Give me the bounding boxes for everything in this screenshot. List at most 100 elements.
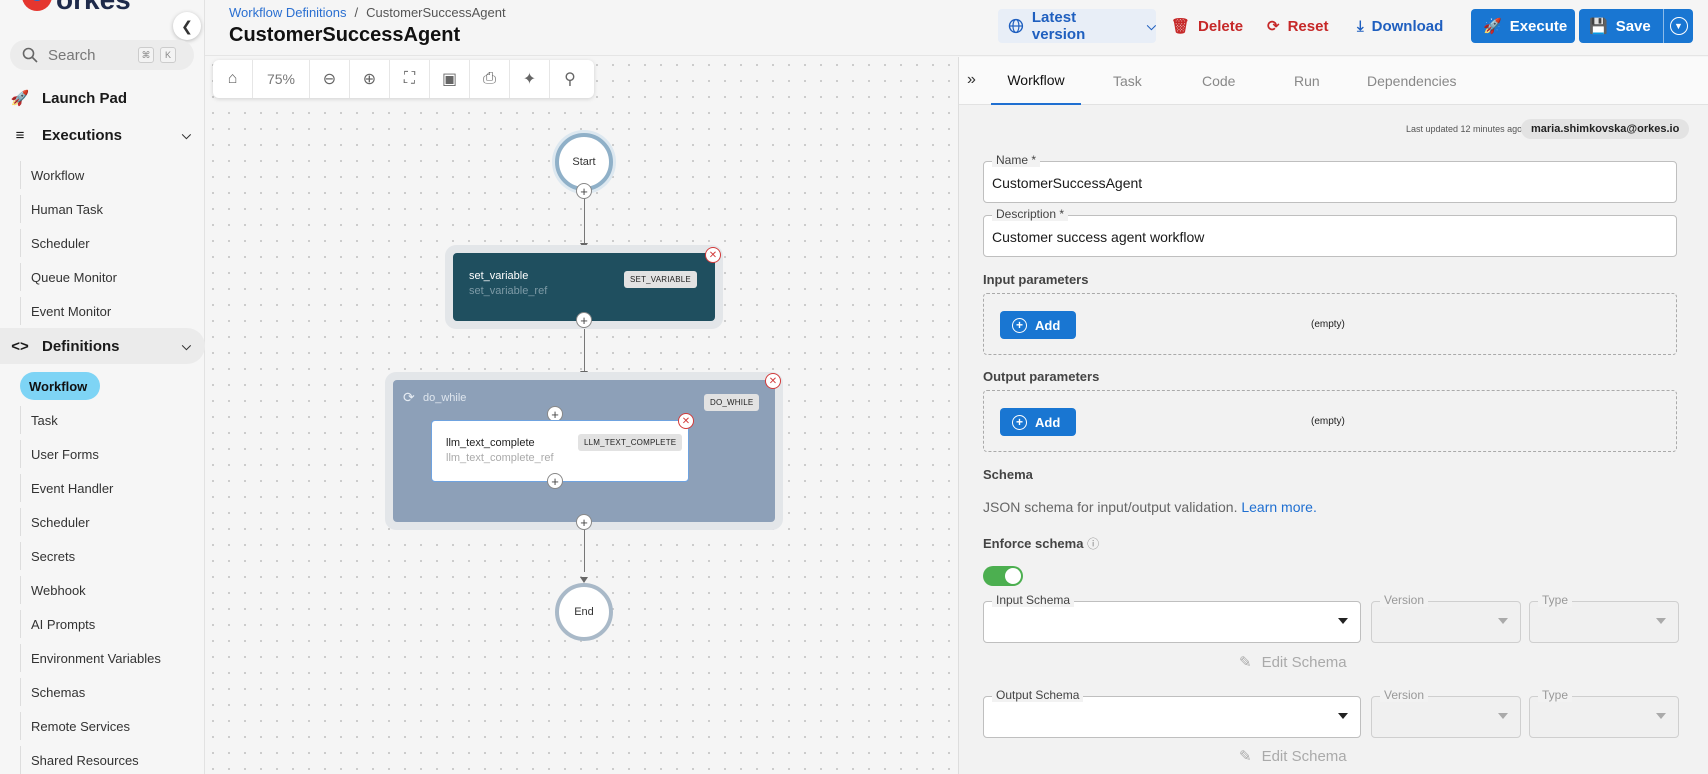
output-schema-select[interactable]: Output Schema xyxy=(983,688,1361,738)
nav-executions-scheduler[interactable]: Scheduler xyxy=(20,229,195,257)
type-label: Type xyxy=(1538,688,1573,702)
zoom-in-button[interactable]: ⊕ xyxy=(350,60,390,98)
nav-launch-pad[interactable]: 🚀 Launch Pad xyxy=(0,80,205,116)
orkes-logo-icon xyxy=(22,0,52,11)
tab-workflow[interactable]: Workflow xyxy=(991,57,1081,105)
search-input[interactable]: Search ⌘ K xyxy=(10,40,194,70)
nav-executions-human-task[interactable]: Human Task xyxy=(20,195,195,223)
download-icon: ⤓ xyxy=(1357,17,1364,35)
zoom-out-button[interactable]: ⊖ xyxy=(310,60,350,98)
nav-definitions-ai-prompts[interactable]: AI Prompts xyxy=(20,610,195,638)
nav-definitions-webhook[interactable]: Webhook xyxy=(20,576,195,604)
task-type-badge: SET_VARIABLE xyxy=(624,271,697,288)
nav-item-label: User Forms xyxy=(31,446,99,462)
nav-executions-queue-monitor[interactable]: Queue Monitor xyxy=(20,263,195,291)
input-schema-select[interactable]: Input Schema xyxy=(983,593,1361,643)
input-parameters-box: + Add (empty) xyxy=(983,293,1677,355)
nav-definitions-task[interactable]: Task xyxy=(20,406,195,434)
add-task-after-setvar-button[interactable]: + xyxy=(576,312,592,328)
caret-down-icon xyxy=(1498,618,1508,624)
remove-set-variable-button[interactable]: ✕ xyxy=(705,247,721,263)
edge-start-setvar xyxy=(584,188,585,245)
execute-label: Execute xyxy=(1509,17,1568,35)
workflow-properties-panel: » Workflow Task Code Run Dependencies La… xyxy=(958,57,1708,774)
nav-definitions-workflow[interactable]: Workflow xyxy=(20,372,100,400)
input-schema-type-select[interactable]: Type xyxy=(1529,593,1679,643)
description-field[interactable]: Description * Customer success agent wor… xyxy=(983,207,1677,257)
save-button[interactable]: 💾 Save ▼ xyxy=(1579,9,1693,43)
last-updated-text: Last updated 12 minutes ago xyxy=(1406,124,1523,134)
nav-item-label: Environment Variables xyxy=(31,650,161,666)
breadcrumb-workflow-definitions-link[interactable]: Workflow Definitions xyxy=(229,5,347,20)
nav-definitions-secrets[interactable]: Secrets xyxy=(20,542,195,570)
input-schema-label: Input Schema xyxy=(992,593,1075,607)
execute-button[interactable]: 🚀 Execute xyxy=(1471,9,1575,43)
output-schema-type-select[interactable]: Type xyxy=(1529,688,1679,738)
add-output-parameter-button[interactable]: + Add xyxy=(1000,408,1076,436)
collapse-sidebar-button[interactable]: ❮ xyxy=(173,12,201,40)
nav-item-label: Workflow xyxy=(29,378,88,394)
output-schema-version-select[interactable]: Version xyxy=(1371,688,1521,738)
nav-definitions-scheduler[interactable]: Scheduler xyxy=(20,508,195,536)
remove-do-while-button[interactable]: ✕ xyxy=(765,373,781,389)
nav-definitions[interactable]: <> Definitions ⌵ xyxy=(0,328,205,364)
fit-view-button[interactable]: ⛶ xyxy=(390,60,430,98)
input-schema-version-select[interactable]: Version xyxy=(1371,593,1521,643)
do-while-task-node[interactable]: ⟳ do_while DO_WHILE + llm_text_complete … xyxy=(393,380,775,522)
nav-item-label: Scheduler xyxy=(31,514,90,530)
delete-button[interactable]: 🗑 Delete xyxy=(1171,9,1243,43)
ai-assist-button[interactable]: ✦ xyxy=(510,60,550,98)
enforce-schema-toggle[interactable] xyxy=(983,566,1023,586)
download-button[interactable]: ⤓ Download xyxy=(1357,9,1443,43)
expand-panel-icon[interactable]: » xyxy=(967,71,976,88)
add-task-after-llm-button[interactable]: + xyxy=(547,473,563,489)
edit-icon: ✎ xyxy=(1239,748,1252,765)
nav-definitions-remote-services[interactable]: Remote Services xyxy=(20,712,195,740)
edit-output-schema-button[interactable]: ✎ Edit Schema xyxy=(1239,747,1347,766)
nav-definitions-schemas[interactable]: Schemas xyxy=(20,678,195,706)
reset-button[interactable]: ⟳ Reset xyxy=(1267,9,1328,43)
end-node[interactable]: End xyxy=(555,583,613,641)
workflow-canvas[interactable]: ⌂ 75% ⊖ ⊕ ⛶ ▣ ⎙ ✦ ⚲ Start + set_variable… xyxy=(205,57,957,774)
name-field[interactable]: Name * CustomerSuccessAgent xyxy=(983,153,1677,203)
add-task-after-start-button[interactable]: + xyxy=(576,183,592,199)
print-button[interactable]: ⎙ xyxy=(470,60,510,98)
tab-run[interactable]: Run xyxy=(1294,57,1320,105)
nav-definitions-environment-variables[interactable]: Environment Variables xyxy=(20,644,195,672)
nav-definitions-event-handler[interactable]: Event Handler xyxy=(20,474,195,502)
add-input-parameter-button[interactable]: + Add xyxy=(1000,311,1076,339)
nav-executions[interactable]: ≡ Executions ⌵ xyxy=(0,117,205,153)
learn-more-link[interactable]: Learn more. xyxy=(1241,499,1317,515)
llm-text-complete-task-node[interactable]: llm_text_complete llm_text_complete_ref … xyxy=(431,420,689,482)
end-node-label: End xyxy=(574,606,594,618)
remove-llm-task-button[interactable]: ✕ xyxy=(678,413,694,429)
plus-icon: + xyxy=(580,514,588,530)
edit-input-schema-button[interactable]: ✎ Edit Schema xyxy=(1239,653,1347,672)
chevron-down-circle-icon: ▼ xyxy=(1669,17,1688,35)
user-chip: maria.shimkovska@orkes.io xyxy=(1521,119,1690,139)
nav-executions-workflow[interactable]: Workflow xyxy=(20,161,195,189)
tab-code[interactable]: Code xyxy=(1202,57,1235,105)
nav-definitions-shared-resources[interactable]: Shared Resources xyxy=(20,746,195,774)
set-variable-task-node[interactable]: set_variable set_variable_ref SET_VARIAB… xyxy=(453,253,715,321)
canvas-search-button[interactable]: ⚲ xyxy=(550,60,590,98)
nav-launch-pad-label: Launch Pad xyxy=(42,89,128,107)
start-node-label: Start xyxy=(572,156,596,168)
page-title: CustomerSuccessAgent xyxy=(229,24,461,46)
select-area-button[interactable]: ▣ xyxy=(430,60,470,98)
nav-item-label: Remote Services xyxy=(31,718,130,734)
nav-item-label: Secrets xyxy=(31,548,76,564)
add-task-after-dowhile-button[interactable]: + xyxy=(576,514,592,530)
tab-task[interactable]: Task xyxy=(1113,57,1142,105)
search-placeholder: Search xyxy=(48,46,96,64)
save-options-button[interactable]: ▼ xyxy=(1663,9,1693,43)
home-button[interactable]: ⌂ xyxy=(213,60,253,98)
orkes-logo[interactable]: orkes xyxy=(22,0,131,14)
nav-definitions-user-forms[interactable]: User Forms xyxy=(20,440,195,468)
enforce-schema-label: Enforce schema xyxy=(983,536,1084,551)
version-select[interactable]: Latest version ⌵ xyxy=(998,9,1156,43)
tab-label: Code xyxy=(1202,73,1236,89)
reset-icon: ⟳ xyxy=(1267,18,1280,35)
nav-executions-event-monitor[interactable]: Event Monitor xyxy=(20,297,195,325)
tab-dependencies[interactable]: Dependencies xyxy=(1367,57,1457,105)
